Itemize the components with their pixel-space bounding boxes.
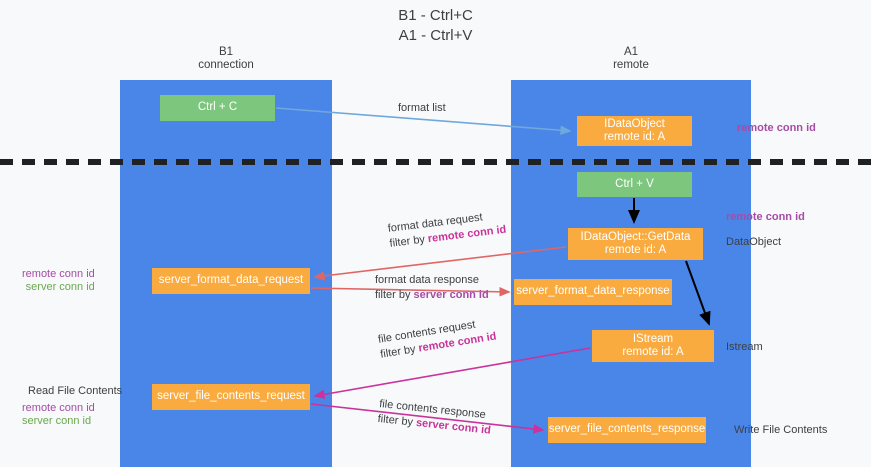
- edge-format-list-text: format list: [398, 102, 446, 114]
- node-idataobject[interactable]: IDataObject remote id: A: [577, 116, 692, 146]
- annotation-left-conn-ids-bottom: remote conn id server conn id: [22, 402, 95, 428]
- annotation-write-file-contents: Write File Contents: [734, 424, 828, 436]
- title-line-2: A1 - Ctrl+V: [398, 27, 473, 44]
- node-server-format-data-request[interactable]: server_format_data_request: [152, 268, 310, 294]
- node-idataobject-sublabel: remote id: A: [603, 131, 666, 143]
- annotation-left-server-conn-id: server conn id: [25, 281, 95, 293]
- node-ctrl-v-label: Ctrl + V: [615, 177, 654, 190]
- swimlane-a1-title: A1: [623, 46, 639, 58]
- node-ctrl-c[interactable]: Ctrl + C: [160, 95, 275, 121]
- annotation-remote-conn-id-top: remote conn id: [737, 122, 816, 134]
- node-server-file-contents-response[interactable]: server_file_contents_response: [548, 417, 706, 443]
- annotation-istream: Istream: [726, 341, 763, 353]
- edge-label-format-data-response: format data response filter by server co…: [375, 273, 489, 303]
- node-istream-label: IStream: [632, 332, 674, 345]
- filter-prefix: filter by: [388, 233, 429, 250]
- node-istream[interactable]: IStream remote id: A: [592, 330, 714, 362]
- annotation-left-conn-ids-top: remote conn id server conn id: [22, 268, 95, 294]
- annotation-read-file-contents: Read File Contents: [28, 385, 123, 397]
- filter-accent-server-conn-id: server conn id: [413, 289, 489, 301]
- annotation-dataobject: DataObject: [726, 236, 782, 248]
- swimlane-a1-subtitle: remote: [613, 59, 649, 71]
- swimlane-b1-title: B1: [218, 46, 234, 58]
- diagram-title: B1 - Ctrl+C A1 - Ctrl+V: [0, 6, 871, 46]
- edge-label-format-list: format list: [398, 101, 446, 116]
- node-getdata-label: IDataObject::GetData: [580, 230, 691, 243]
- node-getdata-sublabel: remote id: A: [604, 244, 667, 256]
- node-server-file-contents-response-label: server_file_contents_response: [548, 423, 706, 436]
- node-server-file-contents-request[interactable]: server_file_contents_request: [152, 384, 310, 410]
- node-server-format-data-response-label: server_format_data_response: [516, 285, 670, 298]
- swimlane-b1-subtitle: connection: [198, 59, 254, 71]
- filter-prefix: filter by: [377, 412, 417, 429]
- swimlane-header-a1: A1 remote: [511, 46, 751, 72]
- node-idataobject-getdata[interactable]: IDataObject::GetData remote id: A: [568, 228, 703, 260]
- node-idataobject-label: IDataObject: [604, 117, 665, 130]
- edge-format-data-response-text: format data response: [375, 274, 479, 286]
- title-line-1: B1 - Ctrl+C: [398, 7, 473, 24]
- node-server-format-data-response[interactable]: server_format_data_response: [514, 279, 672, 305]
- node-ctrl-c-label: Ctrl + C: [197, 101, 238, 114]
- swimlane-header-b1: B1 connection: [120, 46, 332, 72]
- annotation-left-remote-conn-id: remote conn id: [22, 268, 95, 280]
- node-server-format-data-request-label: server_format_data_request: [158, 274, 304, 287]
- annotation-left-server-conn-id-2: server conn id: [22, 415, 92, 427]
- node-istream-sublabel: remote id: A: [622, 346, 684, 358]
- node-server-file-contents-request-label: server_file_contents_request: [157, 390, 305, 403]
- edge-format-data-response-filter: filter by server conn id: [375, 288, 489, 303]
- node-ctrl-v[interactable]: Ctrl + V: [577, 172, 692, 197]
- annotation-remote-conn-id-mid: remote conn id: [726, 211, 805, 223]
- filter-prefix: filter by: [375, 289, 414, 301]
- annotation-left-remote-conn-id-2: remote conn id: [22, 402, 95, 414]
